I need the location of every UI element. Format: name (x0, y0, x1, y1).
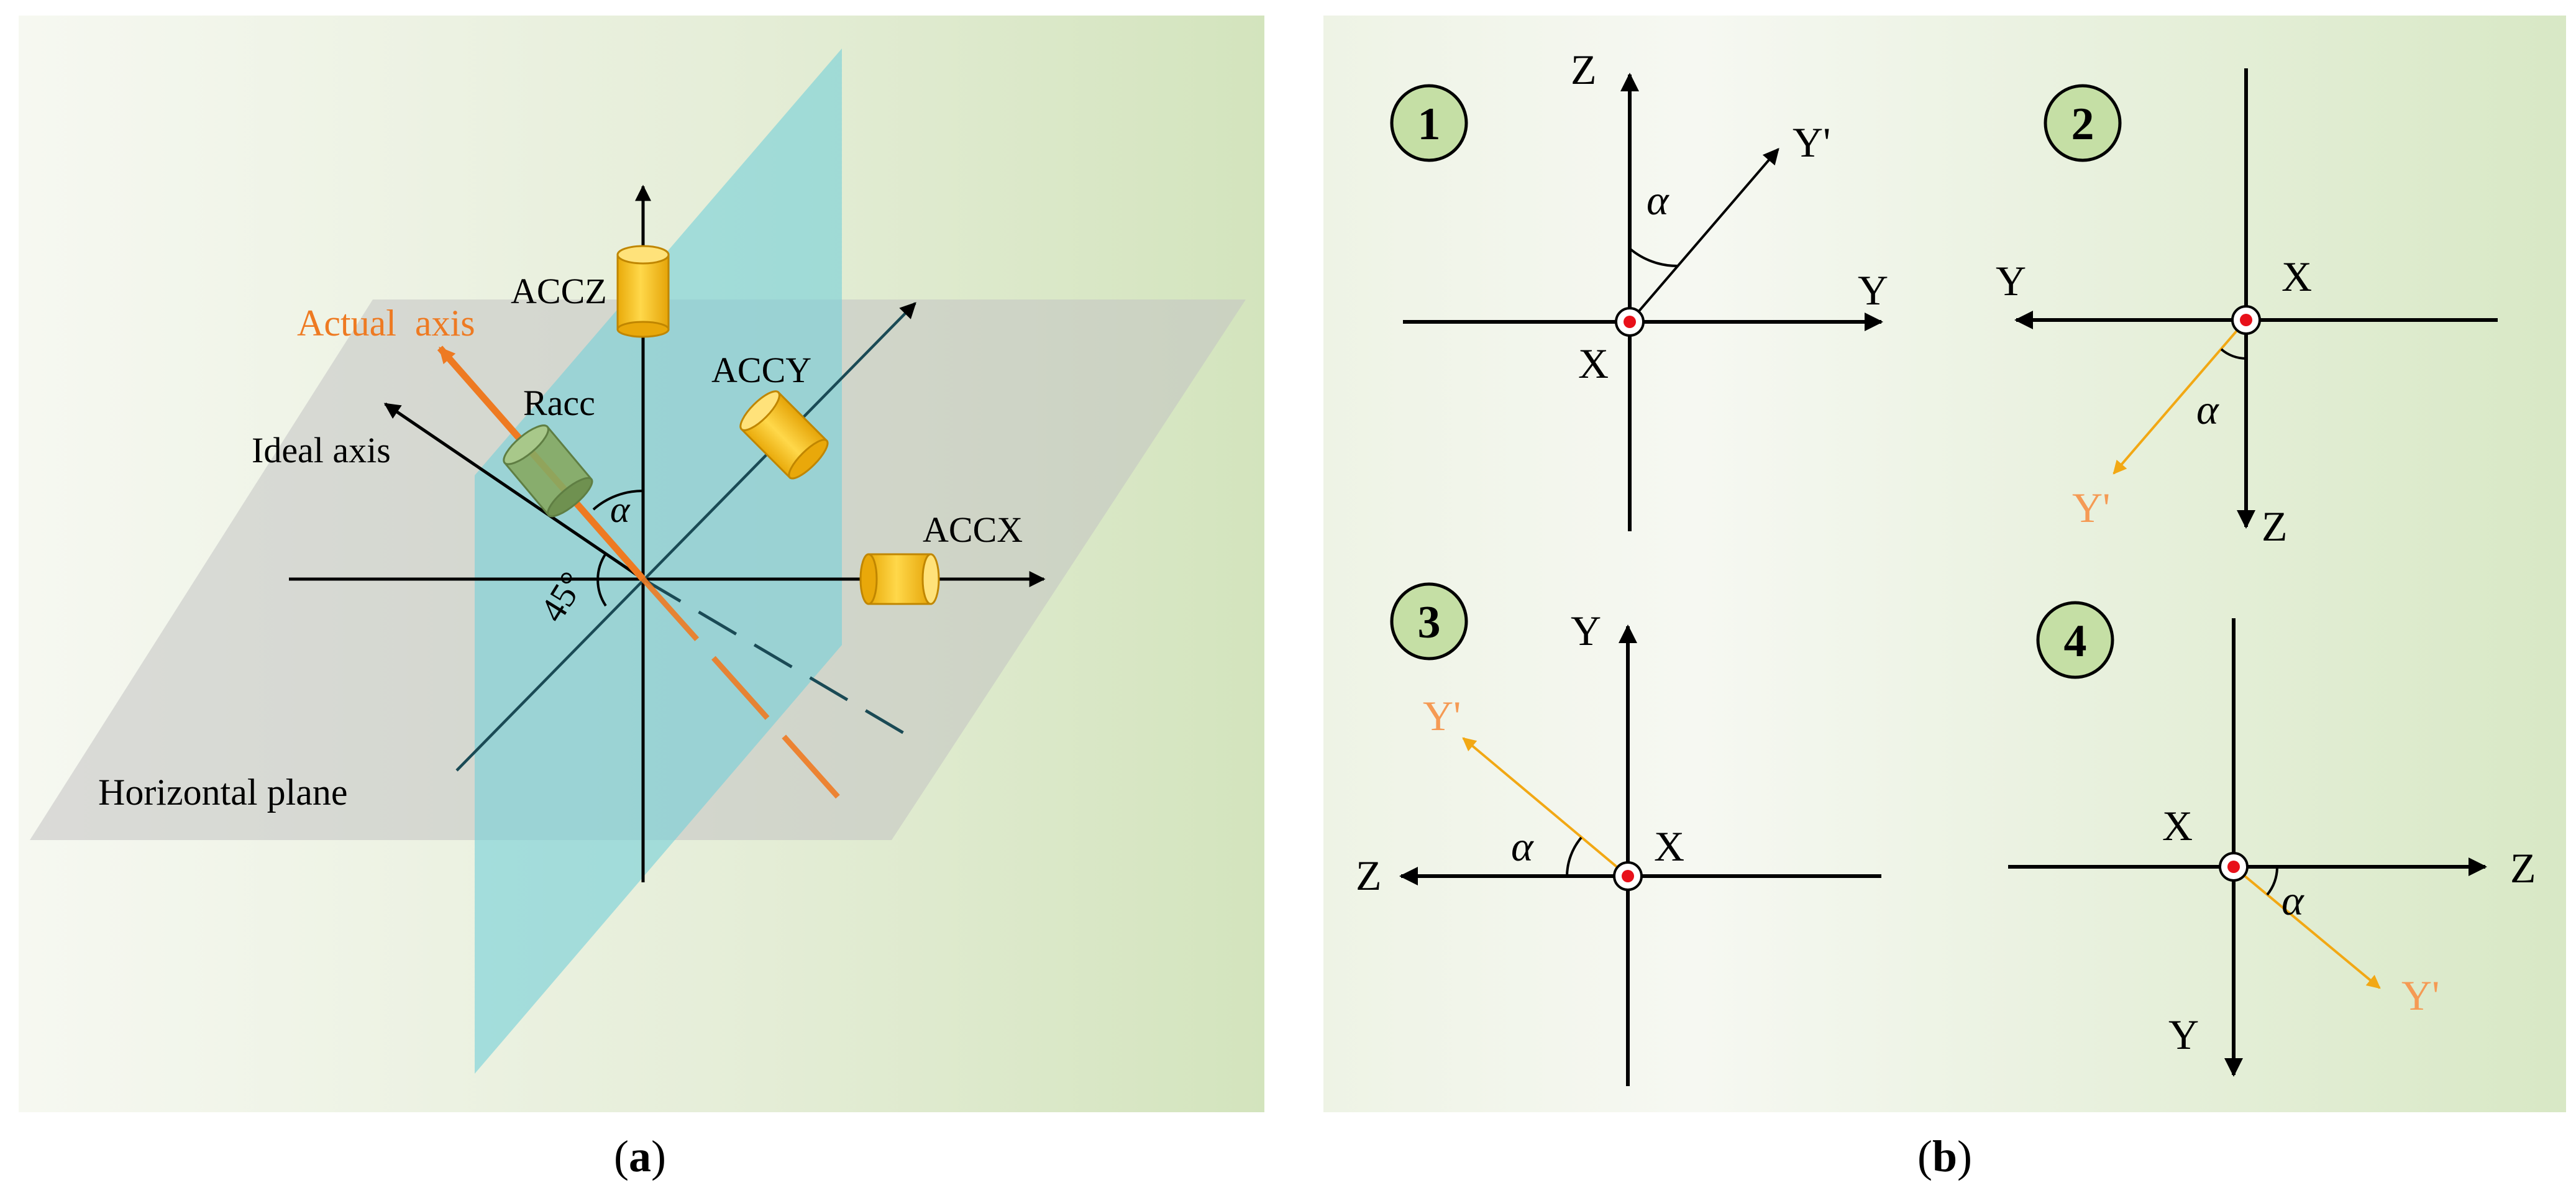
badge-3-number: 3 (1418, 597, 1441, 648)
q3-alpha-arc (1566, 836, 1583, 877)
q4-rotated-label: Y' (2401, 972, 2439, 1019)
q4-center-label: X (2162, 802, 2193, 849)
vertical-plane (475, 48, 842, 1074)
badge-4-number: 4 (2064, 616, 2087, 667)
quadrant-1: 1 Z Y X Y' α (1390, 46, 1888, 531)
accy-label: ACCY (711, 350, 811, 390)
q2-alpha-label: α (2196, 386, 2219, 433)
q1-center-label: X (1578, 340, 1609, 387)
q4-alpha-label: α (2281, 877, 2304, 924)
accy-sensor (739, 390, 829, 480)
q4-rotated-axis (2232, 866, 2381, 989)
angle-45-arc (596, 552, 607, 607)
actual-axis-label: Actual axis (297, 303, 475, 344)
q2-center-label: X (2281, 253, 2312, 300)
panel-b-background (1323, 16, 2566, 1112)
q3-alpha-label: α (1511, 823, 1534, 870)
q2-down-label: Z (2262, 503, 2288, 550)
q1-alpha-arc (1628, 247, 1678, 268)
q1-rotated-label: Y' (1793, 119, 1830, 166)
badge-3 (1390, 582, 1468, 660)
racc-label: Racc (523, 383, 595, 423)
q2-alpha-arc (2220, 348, 2247, 360)
q2-rotated-axis (2112, 319, 2247, 475)
quadrant-2: 2 Y Z X Y' α (1996, 68, 2498, 550)
ideal-axis-label: Ideal axis (252, 430, 391, 470)
y-axis-dashed (642, 577, 905, 735)
badge-2-number: 2 (2071, 99, 2094, 150)
q3-center-label: X (1654, 823, 1684, 870)
panel-a: ACCZ ACCY ACCX Racc Actual axis Ideal ax… (19, 16, 1264, 1181)
y-axis (455, 302, 916, 772)
q1-up-label: Z (1571, 46, 1597, 93)
caption-a: (a) (614, 1131, 666, 1181)
panel-b: 1 Z Y X Y' α 2 Y Z X Y' α (1323, 16, 2566, 1181)
badge-1 (1390, 84, 1468, 162)
q1-rotated-axis (1628, 148, 1779, 323)
racc-sensor (503, 424, 593, 518)
horizontal-plane-label: Horizontal plane (98, 772, 348, 813)
alpha-arc (592, 489, 644, 511)
accx-label: ACCX (923, 510, 1023, 550)
caption-b: (b) (1917, 1131, 1972, 1181)
accz-label: ACCZ (511, 271, 607, 311)
ideal-axis (383, 402, 644, 581)
actual-axis-dashed (641, 577, 857, 818)
q3-up-label: Y (1571, 607, 1601, 654)
q4-down-label: Y (2168, 1011, 2199, 1058)
alpha-label: α (610, 489, 631, 530)
badge-2 (2044, 84, 2122, 162)
q3-rotated-axis (1462, 737, 1629, 877)
q1-right-label: Y (1858, 267, 1888, 314)
q2-left-label: Y (1996, 257, 2026, 304)
q3-rotated-label: Y' (1423, 692, 1461, 739)
badge-1-number: 1 (1418, 99, 1441, 150)
q2-rotated-label: Y' (2072, 484, 2110, 531)
badge-4 (2036, 601, 2114, 679)
accx-sensor (859, 553, 940, 605)
quadrant-4: 4 Z Y X Y' α (2008, 601, 2536, 1077)
q3-left-label: Z (1356, 852, 1382, 899)
q1-alpha-label: α (1647, 176, 1669, 224)
quadrant-3: 3 Y Z X Y' α (1356, 582, 1881, 1086)
accz-sensor (616, 245, 670, 338)
q4-alpha-arc (2266, 866, 2279, 896)
q4-right-label: Z (2510, 844, 2536, 892)
